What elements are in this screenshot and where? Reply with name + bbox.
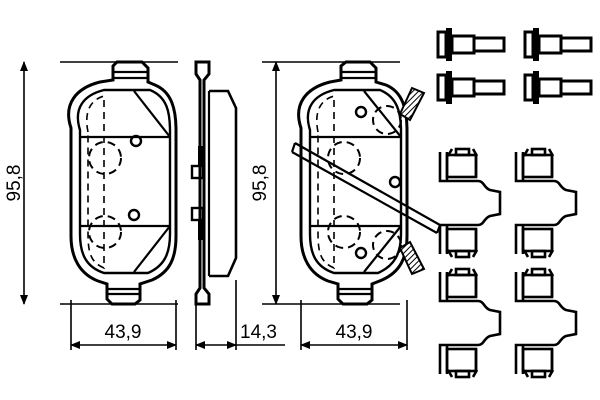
upper-chamfer-diagonal <box>133 90 171 138</box>
upper-chamfer-diagonal-right <box>363 90 402 138</box>
lower-chamfer-diagonal <box>133 225 171 273</box>
pad-front-view-right-with-sensor <box>290 60 442 306</box>
spring-tab-upper <box>398 86 426 122</box>
pad-side-view <box>190 60 238 306</box>
pin-hole-lower <box>127 208 141 222</box>
dimension-width-left: 43,9 <box>70 300 177 350</box>
bolt-1 <box>436 28 506 61</box>
friction-material-outline-right <box>306 88 403 275</box>
rivet-hole-upper <box>88 141 122 175</box>
abutment-clip-3 <box>438 267 502 379</box>
side-tab-upper-box <box>190 164 205 180</box>
side-tab-upper-bar <box>198 146 203 166</box>
abutment-clip-2 <box>514 147 578 259</box>
spring-tab-lower <box>398 240 426 276</box>
abutment-clip-4 <box>514 267 578 379</box>
pin-hole-upper-right <box>354 105 368 119</box>
pad-backing-plate-outline-right <box>297 60 409 306</box>
pin-hole-mid-right <box>388 175 402 189</box>
dim-label-width-left: 43,9 <box>105 322 142 343</box>
bolt-2 <box>523 28 593 61</box>
rivet-hole-lower-right <box>327 215 361 249</box>
hidden-edge-dashed <box>86 94 105 270</box>
dimension-height-left: 95,8 <box>4 61 178 305</box>
dim-label-height-left: 95,8 <box>4 165 25 202</box>
friction-material-outline <box>76 88 172 275</box>
pin-hole-upper <box>129 134 143 148</box>
pin-hole-lower-right <box>354 246 368 260</box>
dim-label-thickness: 14,3 <box>240 322 277 343</box>
dim-label-height-right: 95,8 <box>250 165 271 202</box>
dim-label-width-right: 43,9 <box>336 322 373 343</box>
side-friction-profile <box>209 89 238 278</box>
hidden-edge-dashed-right <box>316 94 335 270</box>
sensor-boss-lower <box>372 230 402 260</box>
rivet-hole-lower <box>88 215 122 249</box>
side-backing-plate <box>194 60 211 306</box>
abutment-clip-1 <box>438 147 502 259</box>
lower-chamfer-diagonal-right <box>363 225 402 273</box>
bolt-4 <box>523 71 593 104</box>
side-tab-lower-box <box>190 206 205 222</box>
pad-backing-plate-outline <box>67 60 178 306</box>
rivet-hole-upper-right <box>327 141 361 175</box>
dimension-width-right: 43,9 <box>300 300 408 350</box>
sensor-boss-upper <box>372 105 402 135</box>
pad-front-view-left <box>67 60 178 306</box>
bolt-3 <box>436 71 506 104</box>
dimension-thickness: 14,3 <box>195 280 285 350</box>
side-tab-lower-bar <box>198 220 203 240</box>
dimension-height-right: 95,8 <box>250 61 400 305</box>
